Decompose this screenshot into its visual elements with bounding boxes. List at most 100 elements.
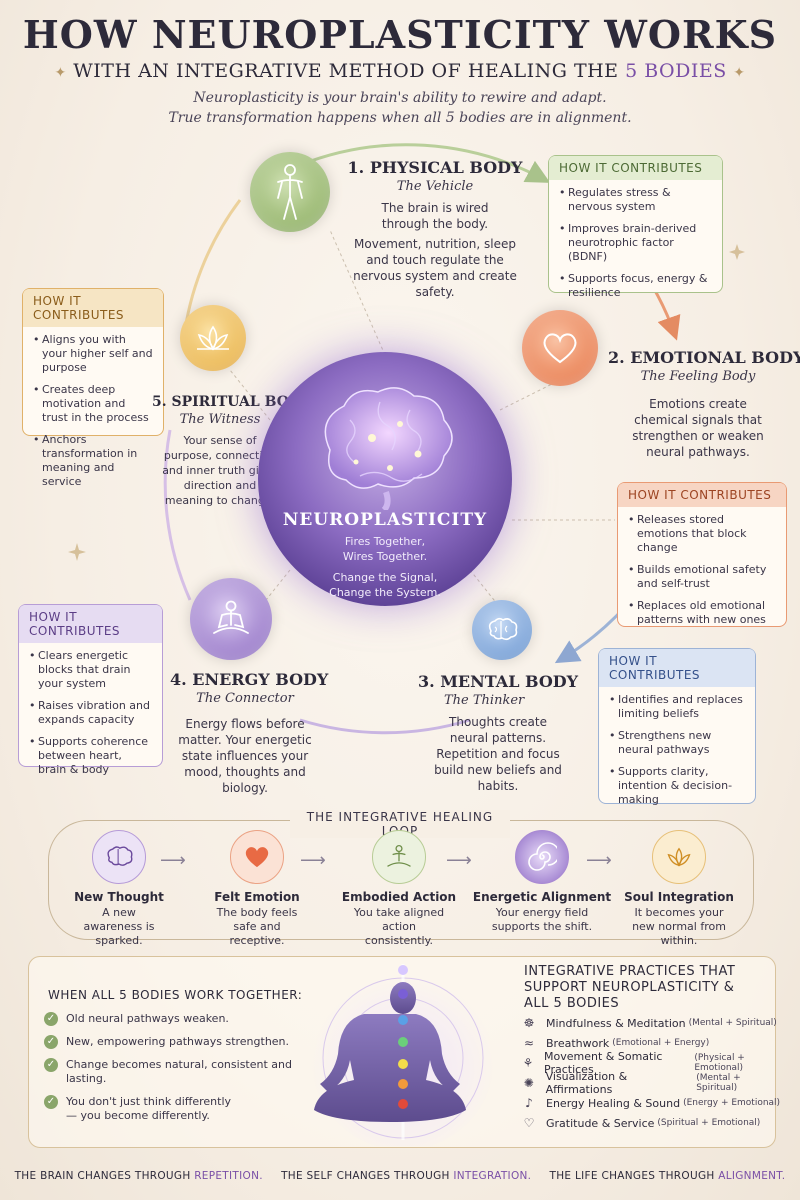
sparkle-icon: ✦ (54, 65, 67, 81)
physical-body-subtitle: The Vehicle (396, 179, 474, 194)
loop-step-desc: The body feels safe and receptive. (216, 906, 298, 947)
center-line-2: Wires Together. (342, 550, 428, 563)
loop-step-name: New Thought (74, 890, 164, 904)
mental-contrib-item: Supports clarity, intention & decision-m… (609, 765, 745, 807)
spiritual-contrib-head: HOW IT CONTRIBUTES (23, 289, 163, 327)
energy-body-desc: Energy flows before matter. Your energet… (178, 717, 312, 795)
together-item: ✓Change becomes natural, consistent and … (44, 1058, 314, 1086)
practice-item: ♡ Gratitude & Service(Spiritual + Emotion… (522, 1116, 782, 1130)
music-note-icon: ♪ (525, 1096, 533, 1110)
physical-contrib-box: HOW IT CONTRIBUTES Regulates stress & ne… (548, 155, 723, 299)
subtitle-lead: WITH AN INTEGRATIVE METHOD OF HEALING TH… (73, 60, 626, 82)
footer-part-2: THE SELF CHANGES THROUGH (281, 1170, 454, 1182)
loop-step-name: Felt Emotion (214, 890, 300, 904)
check-icon: ✓ (44, 1095, 58, 1109)
loop-step-desc: It becomes your new normal from within. (632, 906, 726, 947)
practice-name: Gratitude & Service (546, 1116, 655, 1130)
emotional-contrib-item: Replaces old emotional patterns with new… (628, 599, 776, 627)
practice-item: ✺Visualization & Affirmations(Mental + S… (522, 1070, 782, 1096)
energy-body-title: 4. ENERGY BODY (170, 670, 329, 689)
physical-body-icon (250, 152, 330, 232)
practice-item: ♪Energy Healing & Sound(Energy + Emotion… (522, 1096, 782, 1110)
neuroplasticity-title: NEUROPLASTICITY (282, 510, 488, 530)
meditating-figure-icon (311, 964, 495, 1146)
mental-body-text: 3. MENTAL BODY The Thinker Thoughts crea… (408, 672, 588, 794)
practice-list: ☸Mindfulness & Meditation(Mental + Spiri… (522, 1016, 782, 1136)
together-item-text: Change becomes natural, consistent and l… (66, 1058, 292, 1085)
together-item: ✓Old neural pathways weaken. (44, 1012, 314, 1026)
hands-heart-icon: ♡ (523, 1116, 535, 1130)
arrow-right-icon: ⟶ (160, 850, 186, 871)
loop-step-name: Embodied Action (341, 890, 457, 904)
emotional-body-text: 2. EMOTIONAL BODY The Feeling Body Emoti… (608, 348, 800, 460)
arrow-right-icon: ⟶ (446, 850, 472, 871)
mental-contrib-item: Identifies and replaces limiting beliefs (609, 693, 745, 721)
loop-step-emotion: Felt Emotion The body feels safe and rec… (192, 830, 322, 948)
mental-contrib-box: HOW IT CONTRIBUTES Identifies and replac… (598, 648, 756, 807)
brain-icon (92, 830, 146, 884)
practice-item: ≈Breathwork(Emotional + Energy) (522, 1036, 782, 1050)
practice-tag: (Spiritual + Emotional) (657, 1118, 761, 1128)
mental-contrib-item: Strengthens new neural pathways (609, 729, 745, 757)
together-item-text: You don't just think differently— you be… (66, 1095, 232, 1122)
breath-icon: ≈ (523, 1036, 535, 1050)
loop-step-desc: A new awareness is sparked. (83, 906, 155, 947)
practices-title: INTEGRATIVE PRACTICES THAT SUPPORT NEURO… (524, 964, 736, 1011)
emotional-body-desc: Emotions create chemical signals that st… (632, 397, 764, 459)
intro-text: Neuroplasticity is your brain's ability … (0, 88, 800, 128)
footer-accent-3: ALIGNMENT. (718, 1170, 786, 1182)
center-line-3: Change the Signal, (332, 571, 438, 584)
energy-contrib-head: HOW IT CONTRIBUTES (19, 605, 162, 643)
spiritual-body-text: 5. SPIRITUAL BODY The Witness Your sense… (152, 394, 311, 508)
footer-part-3: THE LIFE CHANGES THROUGH (549, 1170, 719, 1182)
emotional-contrib-box: HOW IT CONTRIBUTES Releases stored emoti… (617, 482, 787, 627)
practice-tag: (Physical + Emotional) (694, 1053, 745, 1073)
heart-icon (230, 830, 284, 884)
emotional-body-subtitle: The Feeling Body (640, 369, 756, 384)
practice-tag: (Mental + Spiritual) (688, 1018, 777, 1028)
heart-icon (522, 310, 598, 386)
footer-part-1: THE BRAIN CHANGES THROUGH (14, 1170, 195, 1182)
loop-step-integration: Soul Integration It becomes your new nor… (614, 830, 744, 948)
intro-line-2: True transformation happens when all 5 b… (168, 110, 632, 126)
check-icon: ✓ (44, 1035, 58, 1049)
practice-tag: (Energy + Emotional) (683, 1098, 781, 1108)
movement-icon: ⚘ (522, 1056, 534, 1070)
together-item-text: New, empowering pathways strengthen. (66, 1035, 290, 1048)
spiritual-body-title: 5. SPIRITUAL BODY (152, 394, 312, 410)
practice-tag: (Emotional + Energy) (612, 1038, 710, 1048)
physical-body-desc-2: Movement, nutrition, sleep and touch reg… (353, 237, 517, 299)
energy-contrib-item: Raises vibration and expands capacity (29, 699, 152, 727)
practice-tag: (Mental + Spiritual) (696, 1073, 741, 1093)
emotional-body-title: 2. EMOTIONAL BODY (608, 348, 800, 367)
page-subtitle: ✦ WITH AN INTEGRATIVE METHOD OF HEALING … (0, 60, 800, 82)
spiritual-contrib-item: Creates deep motivation and trust in the… (33, 383, 153, 425)
loop-step-thought: New Thought A new awareness is sparked. (54, 830, 184, 948)
physical-contrib-item: Regulates stress & nervous system (559, 186, 712, 214)
check-icon: ✓ (44, 1012, 58, 1026)
footer-tagline: THE BRAIN CHANGES THROUGH REPETITION. TH… (0, 1170, 800, 1182)
energy-body-text: 4. ENERGY BODY The Connector Energy flow… (170, 670, 329, 796)
energy-contrib-box: HOW IT CONTRIBUTES Clears energetic bloc… (18, 604, 163, 776)
spiral-icon (515, 830, 569, 884)
visualization-icon: ✺ (523, 1076, 534, 1090)
loop-step-action: Embodied Action You take aligned action … (334, 830, 464, 948)
intro-line-1: Neuroplasticity is your brain's ability … (193, 90, 607, 106)
loop-step-name: Soul Integration (624, 890, 734, 904)
brain-icon (324, 387, 453, 510)
mental-body-title: 3. MENTAL BODY (417, 672, 579, 691)
arrow-right-icon: ⟶ (300, 850, 326, 871)
spiritual-contrib-box: HOW IT CONTRIBUTES Aligns you with your … (22, 288, 164, 488)
spiritual-body-desc: Your sense of purpose, connection and in… (162, 434, 278, 507)
loop-step-alignment: Energetic Alignment Your energy field su… (473, 830, 611, 934)
lotus-icon (652, 830, 706, 884)
practice-item: ⚘Movement & Somatic Practices(Physical +… (522, 1050, 782, 1076)
mental-body-desc: Thoughts create neural patterns. Repetit… (434, 715, 562, 793)
meditation-icon: ☸ (523, 1016, 535, 1030)
sparkle-icon: ✦ (733, 65, 746, 81)
footer-accent-1: REPETITION. (194, 1170, 263, 1182)
loop-step-name: Energetic Alignment (472, 890, 612, 904)
energy-body-subtitle: The Connector (196, 691, 294, 706)
physical-contrib-head: HOW IT CONTRIBUTES (549, 156, 722, 180)
loop-step-desc: You take aligned action consistently. (353, 906, 445, 947)
